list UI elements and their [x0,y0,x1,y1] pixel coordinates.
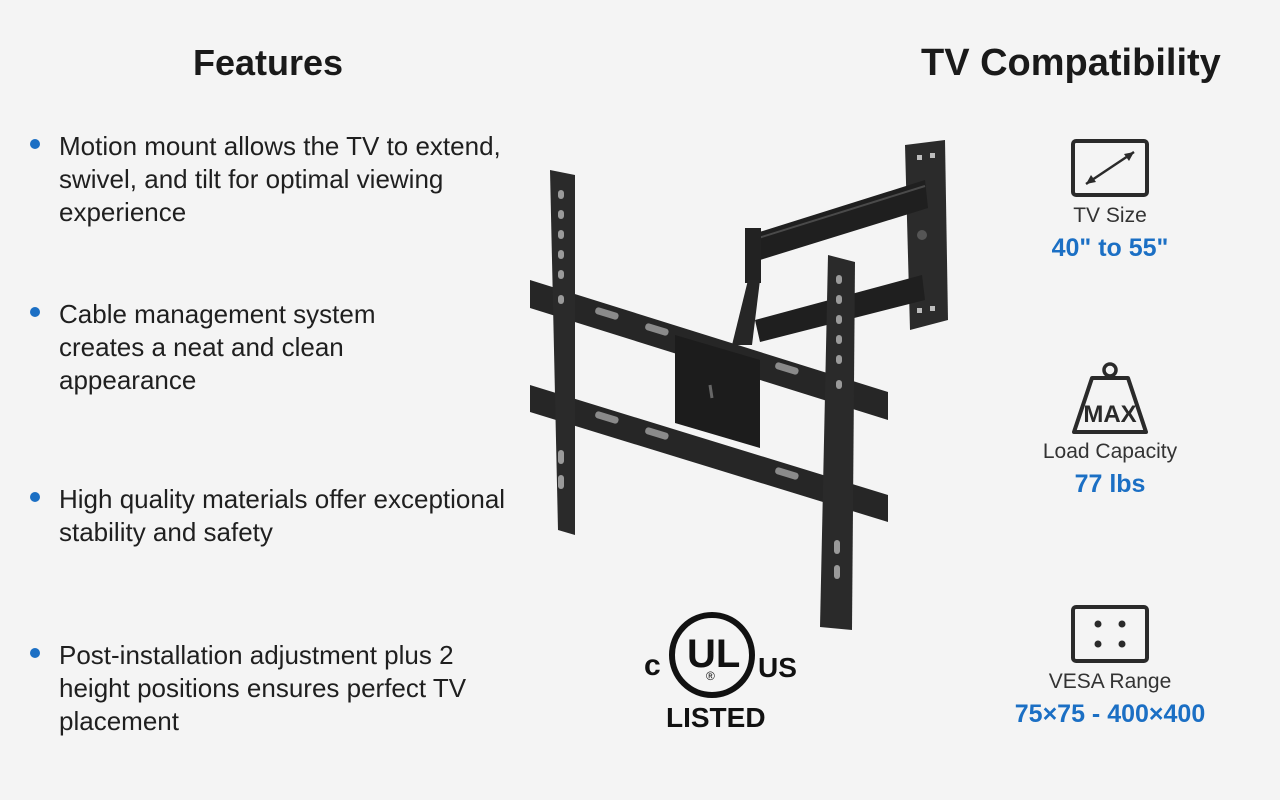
max-icon-text: MAX [1083,401,1136,428]
bullet-icon [30,492,40,502]
feature-item: Cable management system creates a neat a… [30,298,530,397]
ul-c-text: c [644,649,661,682]
bullet-icon [30,648,40,658]
spec-label: VESA Range [1048,670,1172,693]
feature-item: High quality materials offer exceptional… [30,483,530,549]
spec-value: 77 lbs [1074,470,1146,498]
feature-text: High quality materials offer exceptional… [59,484,506,547]
tv-compatibility-title: TV Compatibility [921,42,1221,84]
feature-text: Cable management system creates a neat a… [59,299,376,395]
feature-text: Post-installation adjustment plus 2 heig… [59,640,467,736]
spec-vesa-range: VESA Range 75×75 - 400×400 [1010,604,1210,729]
tv-size-icon [1071,139,1149,197]
spec-label: Load Capacity [1042,440,1178,463]
spec-label: TV Size [1073,204,1147,227]
bullet-icon [30,307,40,317]
vesa-pattern-icon [1071,605,1149,663]
feature-item: Motion mount allows the TV to extend, sw… [30,130,530,229]
spec-load-capacity: MAX Load Capacity 77 lbs [1010,362,1210,499]
spec-value: 75×75 - 400×400 [1014,700,1206,728]
registered-mark: ® [706,669,715,683]
weight-max-icon: MAX [1072,362,1148,434]
bullet-icon [30,139,40,149]
feature-text: Motion mount allows the TV to extend, sw… [59,131,501,227]
spec-value: 40" to 55" [1051,234,1169,262]
spec-tv-size: TV Size 40" to 55" [1010,138,1210,263]
tv-wall-mount-image [530,140,948,630]
ul-listed-text: LISTED [666,702,766,733]
feature-item: Post-installation adjustment plus 2 heig… [30,639,530,738]
ul-mark-text: UL [687,632,740,676]
feature-list: Motion mount allows the TV to extend, sw… [30,0,530,800]
ul-us-text: US [758,652,797,683]
ul-logo-icon: c UL ® US LISTED [644,612,797,733]
ul-listed-logo: c UL ® US LISTED [640,605,805,735]
features-title: Features [193,42,344,83]
